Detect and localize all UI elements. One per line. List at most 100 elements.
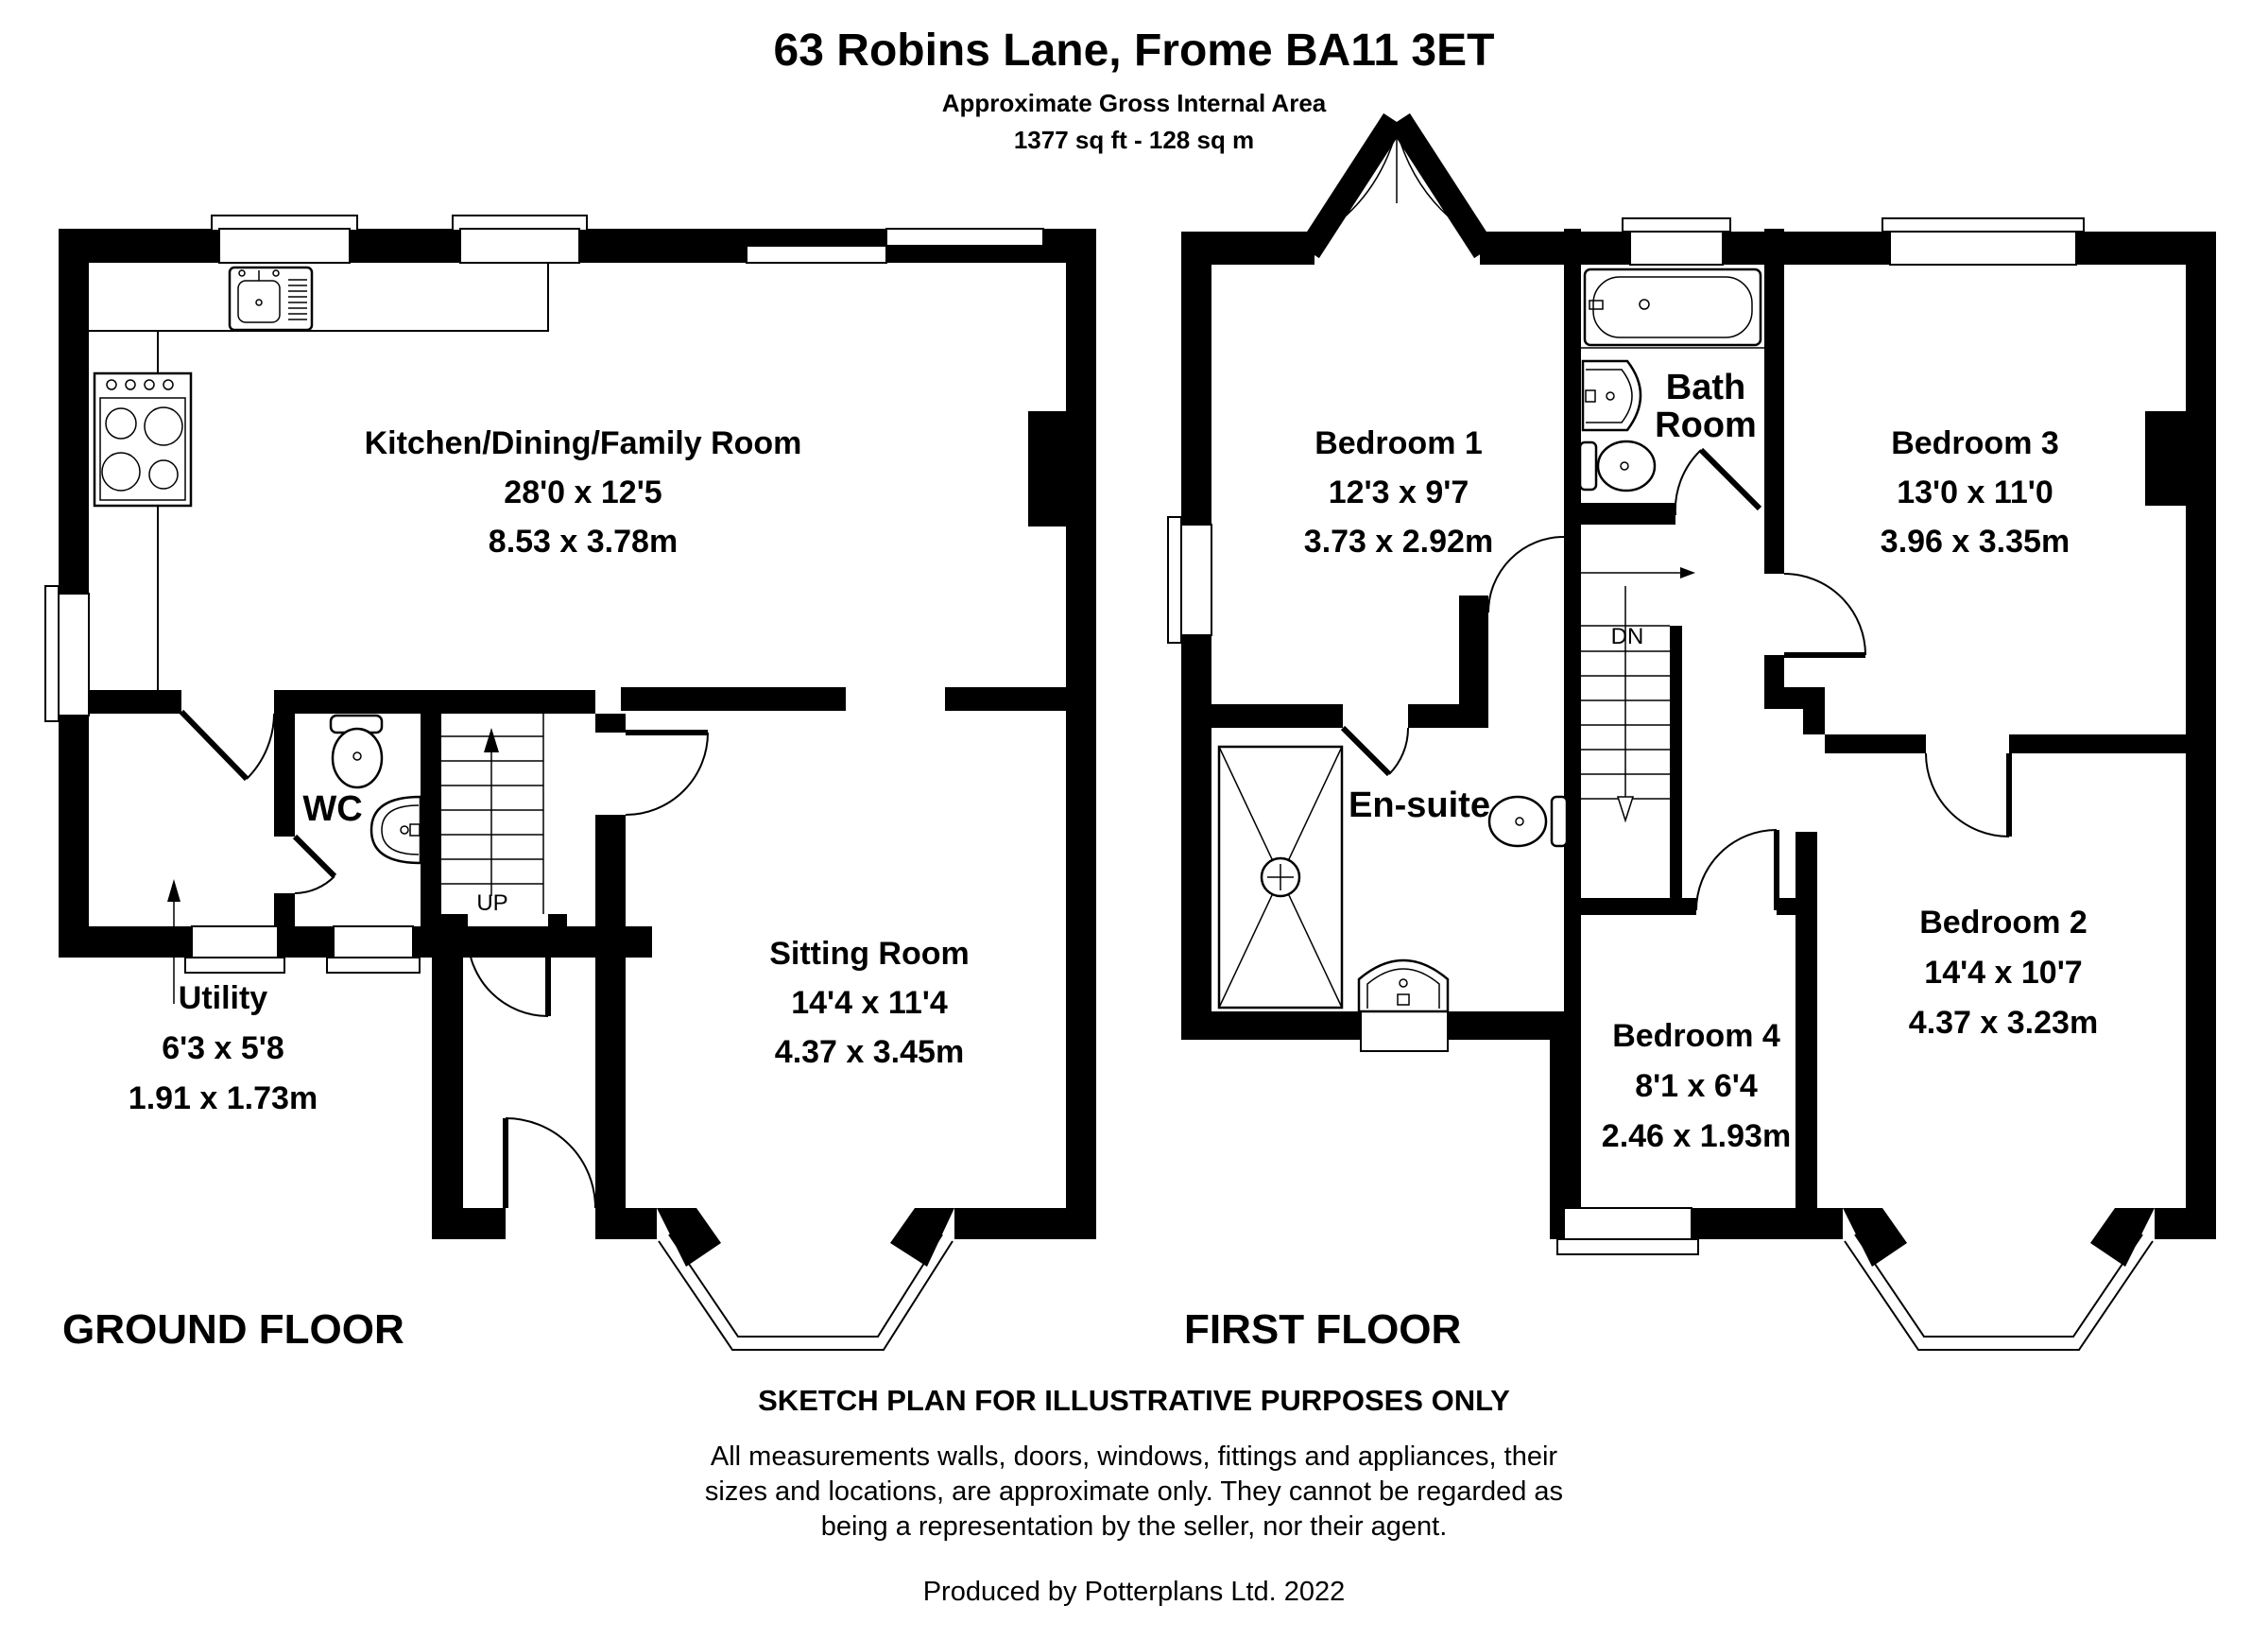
bath-icon: [1581, 268, 1764, 349]
bathroom-door-leaf: [1698, 447, 1762, 511]
sink-icon: [228, 266, 314, 332]
bathroom-door-arc: [1674, 449, 1702, 516]
glazed-opening-outer: [885, 228, 1044, 247]
bedroom2-door-arc: [1925, 752, 2010, 837]
room-label-sitting: Sitting Room: [769, 936, 970, 972]
sitting-door-arc: [625, 732, 709, 816]
gf-stairs-up: UP: [439, 714, 544, 916]
room-dim-sitting-metric: 4.37 x 3.45m: [775, 1034, 964, 1070]
window-sill: [184, 957, 285, 974]
ff-ensuite-fixtures: [1217, 745, 1569, 1052]
side-window-icon: [58, 593, 90, 716]
room-label-kitchen: Kitchen/Dining/Family Room: [365, 425, 802, 461]
room-label-bedroom3: Bedroom 3: [1891, 425, 2059, 461]
gable-wall: [1298, 112, 1404, 259]
front-door-arc: [505, 1117, 596, 1209]
counter-edge: [89, 263, 549, 332]
ff-walls: [1181, 112, 2216, 1239]
up-arrow-icon: [484, 728, 499, 752]
ensuite-door-leaf: [1340, 725, 1392, 777]
bathroom-basin-icon: [1581, 359, 1642, 432]
ensuite-basin-icon: [1357, 958, 1450, 1052]
disclaimer-line2: sizes and locations, are approximate onl…: [704, 1476, 1564, 1507]
ensuite-door-arc: [1388, 727, 1410, 775]
bedroom1-door-arc: [1487, 536, 1565, 613]
credit: Produced by Potterplans Ltd. 2022: [922, 1577, 1346, 1607]
room-dim-utility-imperial: 6'3 x 5'8: [162, 1030, 284, 1066]
room-dim-bedroom1-metric: 3.73 x 2.92m: [1304, 524, 1493, 560]
bedroom4-window-icon: [1563, 1207, 1692, 1240]
wc-door-arc: [294, 875, 335, 894]
gable-wall: [1389, 112, 1495, 259]
ff-doors: [1340, 447, 2012, 911]
room-dim-bedroom2-imperial: 14'4 x 10'7: [1924, 955, 2082, 991]
window-sill: [1622, 217, 1731, 233]
glazed-opening-inner: [746, 245, 887, 264]
first-floor-plan: DN: [1167, 112, 2216, 1353]
room-dim-bedroom3-imperial: 13'0 x 11'0: [1897, 475, 2053, 510]
ff-bay-window: [1843, 1208, 2155, 1351]
room-dim-bedroom2-metric: 4.37 x 3.23m: [1909, 1005, 2098, 1041]
room-dim-kitchen-imperial: 28'0 x 12'5: [504, 475, 662, 510]
gf-wc-fixtures: [329, 714, 422, 865]
kitchen-window-icon: [218, 228, 351, 264]
kitchen-window2-icon: [459, 228, 580, 264]
ground-floor-plan: UP: [44, 215, 1096, 1353]
bathroom-toilet-icon: [1578, 440, 1657, 492]
ff-stairs-down: DN: [1564, 567, 1695, 823]
window-sill: [44, 585, 60, 722]
gf-labels: Kitchen/Dining/Family Room 28'0 x 12'5 8…: [62, 425, 970, 1353]
ff-windows: [1167, 217, 2085, 1255]
toilet-icon: [329, 714, 384, 789]
room-dim-sitting-imperial: 14'4 x 11'4: [791, 985, 948, 1021]
wc-door-leaf: [292, 834, 337, 879]
room-label-bathroom-line1: Bath: [1666, 368, 1745, 407]
ensuite-toilet-icon: [1487, 795, 1569, 848]
room-dim-kitchen-metric: 8.53 x 3.78m: [489, 524, 678, 560]
room-label-bedroom1: Bedroom 1: [1314, 425, 1483, 461]
room-label-utility: Utility: [179, 980, 268, 1016]
ground-floor-label: GROUND FLOOR: [62, 1306, 404, 1353]
walkline-arrow-icon: [1680, 567, 1695, 578]
gf-bay-window: [657, 1208, 954, 1351]
sketch-note: SKETCH PLAN FOR ILLUSTRATIVE PURPOSES ON…: [758, 1384, 1510, 1417]
gable-glazing: [1320, 129, 1473, 235]
room-dim-bedroom1-imperial: 12'3 x 9'7: [1329, 475, 1469, 510]
page-subtitle: Approximate Gross Internal Area: [941, 89, 1327, 117]
room-label-wc: WC: [302, 789, 362, 829]
bedroom3-window-icon: [1889, 231, 2077, 266]
stairs-up-label: UP: [476, 890, 507, 916]
gf-kitchen-fixtures: [89, 263, 549, 690]
bedroom4-door-arc: [1695, 829, 1778, 911]
disclaimer-line1: All measurements walls, doors, windows, …: [710, 1441, 1558, 1472]
shower-icon: [1217, 745, 1344, 1010]
room-dim-bedroom4-metric: 2.46 x 1.93m: [1602, 1118, 1791, 1154]
wc-window-icon: [333, 925, 414, 958]
room-label-bedroom4: Bedroom 4: [1612, 1018, 1780, 1054]
hob-icon: [93, 371, 193, 508]
utility-arrow-icon: [167, 879, 180, 1004]
bedroom3-door-arc: [1783, 573, 1866, 656]
utility-window-icon: [191, 925, 279, 958]
gf-windows: [44, 215, 1044, 974]
first-floor-label: FIRST FLOOR: [1184, 1306, 1461, 1353]
hall-door-arc: [467, 935, 549, 1017]
gross-area: 1377 sq ft - 128 sq m: [1013, 126, 1255, 154]
utility-door-leaf: [179, 709, 249, 782]
room-dim-utility-metric: 1.91 x 1.73m: [129, 1080, 318, 1116]
ff-labels: Bedroom 1 12'3 x 9'7 3.73 x 2.92m Bath R…: [1184, 368, 2098, 1353]
room-label-bedroom2: Bedroom 2: [1919, 905, 2088, 941]
room-dim-bedroom3-metric: 3.96 x 3.35m: [1881, 524, 2070, 560]
window-sill: [1167, 516, 1182, 644]
window-sill: [326, 957, 421, 974]
stairs-down-label: DN: [1611, 624, 1644, 649]
utility-door-arc: [246, 713, 275, 780]
page-title: 63 Robins Lane, Frome BA11 3ET: [773, 26, 1495, 76]
bedroom1-side-window-icon: [1180, 524, 1212, 636]
dn-arrow-icon: [1616, 796, 1635, 823]
room-label-bathroom-line2: Room: [1655, 406, 1757, 445]
disclaimer-line3: being a representation by the seller, no…: [820, 1511, 1448, 1542]
window-sill: [1556, 1238, 1699, 1255]
basin-icon: [369, 795, 422, 865]
